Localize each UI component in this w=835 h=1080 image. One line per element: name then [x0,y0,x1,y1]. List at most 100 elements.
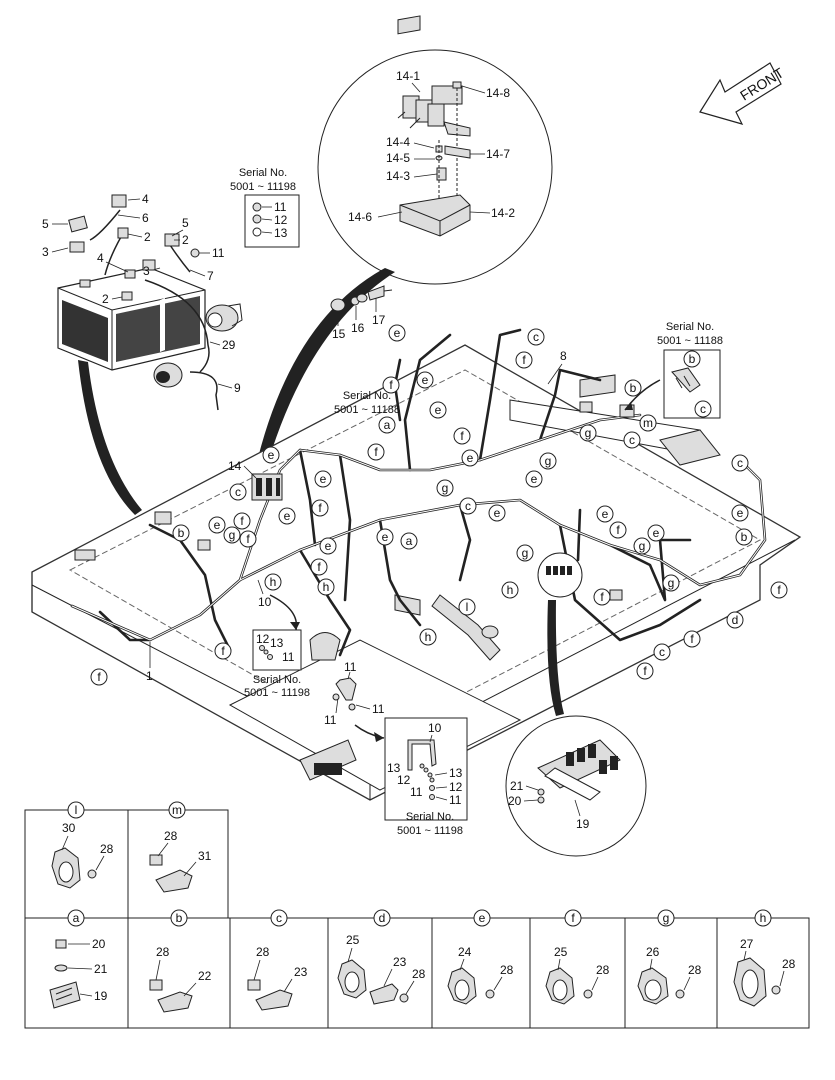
serial-range: 5001 ~ 11198 [244,687,310,699]
letter-callout-text: f [374,445,378,459]
letter-callout-circle [525,470,543,488]
letter-callout-text: f [240,514,244,528]
letter-callout-circle [400,532,418,550]
letter-callout-text: f [317,560,321,574]
inset-label: 14-2 [491,206,515,220]
serial-box-lower-left: 12 13 11 Serial No. 5001 ~ 11198 [244,629,310,699]
detail-part: 25 [554,945,568,959]
letter-callout-text: c [533,330,539,344]
serial-box-battery: Serial No. 5001 ~ 11198 11 12 13 [230,167,300,248]
letter-callout-text: d [732,613,739,627]
callout-connector-bottom [547,600,564,716]
main-label: 11 [344,660,357,674]
hardware-label: 15 [332,327,346,341]
detail-key: m [172,803,182,817]
letter-callout-text: m [643,416,653,430]
detail-part: 30 [62,821,76,835]
detail-part: 26 [646,945,660,959]
letter-callout-circle [726,611,744,629]
battery-label: 2 [144,230,151,244]
letter-callout-text: c [737,456,743,470]
battery-label: 29 [222,338,236,352]
letter-callout-text: f [221,644,225,658]
battery-label: 6 [142,211,149,225]
letter-callout-circle [624,379,642,397]
starter-motor-illustration [205,303,243,332]
letter-callout-circle [208,516,226,534]
letter-callout-text: b [741,530,748,544]
letter-callout-circle [310,558,328,576]
letter-callout-circle [459,497,477,515]
callout-connector-battery [78,360,142,515]
letter-callout-circle [623,431,641,449]
detail-part: 28 [412,967,426,981]
detail-key: d [379,911,386,925]
detail-key: f [571,911,575,925]
detail-cell-a: a 20 21 19 [49,909,108,1009]
letter-callout-circle [458,598,476,616]
letter-callout-circle [262,446,280,464]
letter-callout-text: c [629,433,635,447]
inset-label: 14-5 [386,151,410,165]
serial-title: Serial No. [239,167,287,179]
letter-callout-circle [515,351,533,369]
letter-callout-circle [229,483,247,501]
serial-e-label: 12 [449,780,463,794]
serial-title: Serial No. [343,390,391,402]
serial-a-label: 12 [274,213,288,227]
serial-e-label: 11 [449,793,462,807]
letter-callout-text: e [602,507,609,521]
serial-d-label: 13 [270,636,284,650]
letter-callout-circle [233,512,251,530]
letter-callout-text: b [178,526,185,540]
inset-label: 14-1 [396,69,420,83]
letter-callout-circle [609,521,627,539]
letter-callout-circle [579,424,597,442]
letter-callout-circle [376,528,394,546]
letter-callout-text: g [639,539,646,553]
letter-callout-text: h [323,580,330,594]
main-label: 11 [372,702,385,716]
serial-range: 5001 ~ 11188 [334,404,400,416]
battery-label: 9 [234,381,241,395]
letter-callout-text: f [777,583,781,597]
hardware-14-4-5-illustration [435,140,447,205]
serial-e-label: 13 [387,761,401,775]
serial-range: 5001 ~ 11188 [657,335,723,347]
letter-callout-text: g [522,546,529,560]
letter-callout-circle [429,401,447,419]
plate-14-2-illustration [399,194,471,237]
detail-key: l [75,803,78,817]
letter-callout-text: g [442,481,449,495]
hardware-label: 17 [372,313,386,327]
connector-cluster-mini [546,566,572,575]
letter-callout-text: g [229,528,236,542]
serial-d-label: 11 [282,650,295,664]
letter-callout-circle [416,371,434,389]
letter-callout-text: f [318,501,322,515]
inset-label: 14-4 [386,135,410,149]
letter-callout-circle [382,376,400,394]
letter-callout-text: f [522,353,526,367]
inset-label: 14-6 [348,210,372,224]
letter-callout-circle [367,443,385,461]
main-label: 11 [324,713,337,727]
inset-relay-bracket: 14-1 14-8 14-4 14-7 14-5 14-3 14-6 14-2 [317,15,553,285]
component-10-illustration [332,671,357,711]
letter-callout-circle [239,530,257,548]
letter-callout-circle [596,505,614,523]
letter-callout-circle [419,628,437,646]
letter-callout-circle [311,499,329,517]
letter-callout-circle [501,581,519,599]
detail-cell-f: f 25 28 [545,909,610,1005]
letter-callout-circle [264,573,282,591]
letter-callout-text: c [659,645,665,659]
detail-part: 31 [198,849,212,863]
letter-callout-text: f [246,532,250,546]
inset-bottom-label: 21 [510,779,524,793]
battery-label: 3 [143,264,150,278]
letter-callout-circle [731,504,749,522]
detail-cell-e: e 24 28 [447,909,514,1005]
